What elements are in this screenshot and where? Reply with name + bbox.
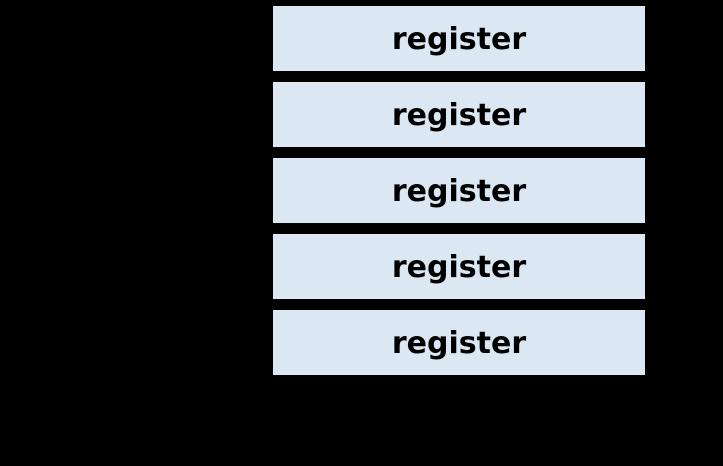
register-box: register bbox=[270, 307, 648, 378]
register-label: register bbox=[391, 249, 527, 285]
register-box: register bbox=[270, 231, 648, 302]
register-label: register bbox=[391, 173, 527, 209]
register-box: register bbox=[270, 155, 648, 226]
register-box: register bbox=[270, 79, 648, 150]
register-label: register bbox=[391, 97, 527, 133]
register-label: register bbox=[391, 21, 527, 57]
register-label: register bbox=[391, 325, 527, 361]
register-box: register bbox=[270, 3, 648, 74]
register-stack: register register register register regi… bbox=[270, 3, 648, 378]
